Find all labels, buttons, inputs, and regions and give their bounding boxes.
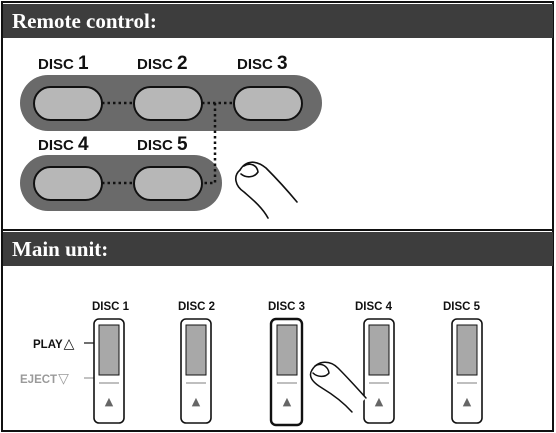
play-triangle-icon: △ — [63, 335, 75, 351]
eject-triangle-icon: ▽ — [58, 370, 69, 386]
remote-disc5-button[interactable] — [133, 166, 203, 201]
main-disc1-slot[interactable]: ▲ — [93, 318, 125, 424]
main-unit-header: Main unit: — [3, 232, 553, 266]
remote-disc4-label: DISC 4 — [38, 134, 89, 155]
remote-disc2-label: DISC 2 — [137, 53, 188, 74]
connector-3-5 — [202, 103, 217, 185]
remote-disc1-label: DISC 1 — [38, 53, 89, 74]
play-label: PLAY — [33, 339, 63, 351]
main-disc4-label: DISC 4 — [355, 301, 393, 313]
remote-disc5-label: DISC 5 — [137, 134, 188, 155]
play-indicator: PLAY△ — [33, 335, 74, 352]
main-disc1-label: DISC 1 — [92, 301, 130, 313]
eject-indicator: EJECT▽ — [20, 370, 69, 387]
eject-button-icon[interactable]: ▲ — [192, 395, 201, 408]
eject-button-icon[interactable]: ▲ — [375, 395, 384, 408]
remote-disc3-label: DISC 3 — [237, 53, 288, 74]
remote-disc4-button[interactable] — [33, 166, 103, 201]
hand-pointer-icon — [309, 361, 367, 413]
remote-control-header: Remote control: — [3, 4, 553, 38]
hand-pointer-icon — [235, 161, 298, 219]
main-disc2-label: DISC 2 — [178, 301, 216, 313]
remote-disc3-button[interactable] — [233, 86, 303, 121]
main-disc5-slot[interactable]: ▲ — [451, 318, 483, 424]
main-disc5-label: DISC 5 — [443, 301, 481, 313]
eject-label: EJECT — [20, 374, 58, 386]
remote-disc2-button[interactable] — [133, 86, 203, 121]
remote-disc1-button[interactable] — [33, 86, 103, 121]
eject-button-icon[interactable]: ▲ — [105, 395, 114, 408]
main-disc4-slot[interactable]: ▲ — [363, 318, 395, 424]
main-disc2-slot[interactable]: ▲ — [180, 318, 212, 424]
main-disc3-slot[interactable]: ▲ — [269, 317, 304, 427]
eject-button-icon[interactable]: ▲ — [463, 395, 472, 408]
eject-button-icon[interactable]: ▲ — [283, 395, 292, 408]
main-disc3-label: DISC 3 — [268, 301, 306, 313]
section-divider — [3, 229, 553, 231]
